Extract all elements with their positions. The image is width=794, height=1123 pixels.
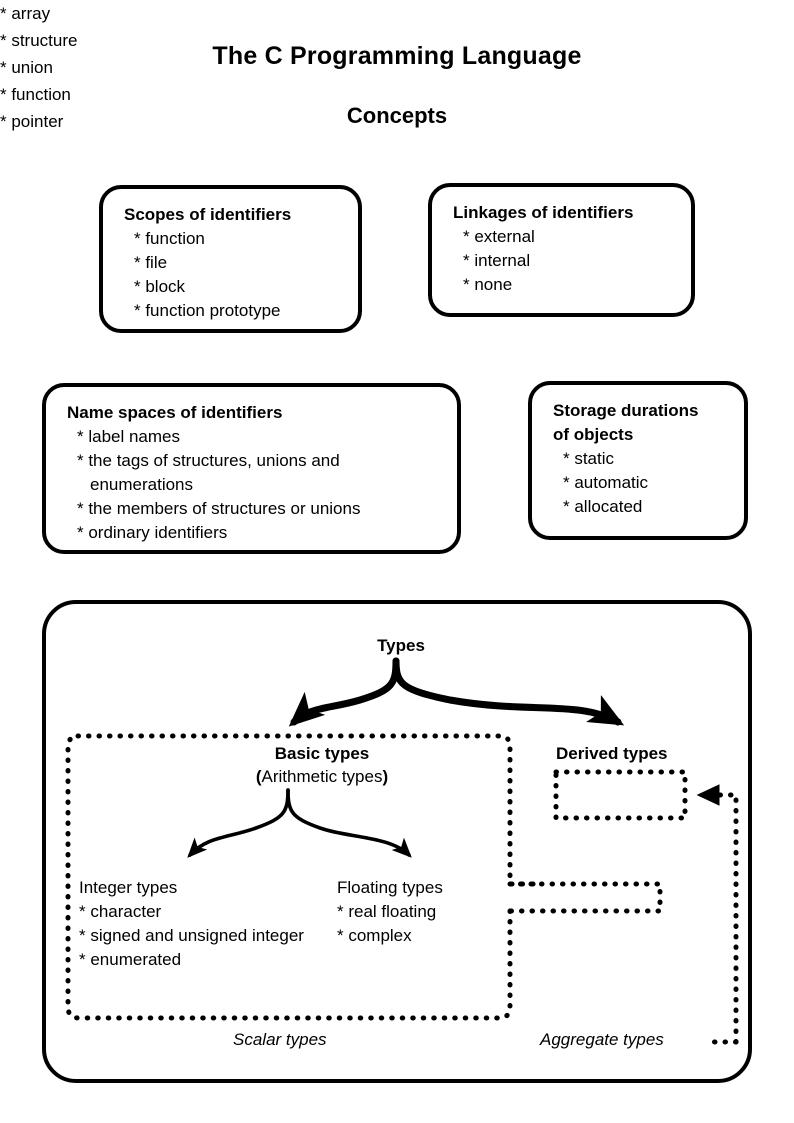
list-item: * the tags of structures, unions and enu… [77, 451, 340, 494]
list-item: * structure [0, 31, 78, 50]
list-item: * pointer [0, 112, 64, 131]
box-name-spaces-of-identifiers: Name spaces of identifiers * label names… [42, 383, 461, 554]
derived-types-title: Derived types [556, 744, 668, 763]
floating-types-block: Floating types * real floating * complex [337, 876, 443, 948]
box-scopes-title: Scopes of identifiers [124, 205, 292, 224]
box-storage-durations-of-objects: Storage durations of objects * static * … [528, 381, 748, 540]
list-item: * real floating [337, 902, 437, 921]
paren-open: ( [255, 767, 262, 786]
box-linkages-title: Linkages of identifiers [453, 203, 634, 222]
box-scopes-list: * function * file * block * function pro… [124, 227, 350, 323]
list-item: * label names [77, 427, 181, 446]
box-linkages-list: * external * internal * none [453, 225, 683, 297]
integer-types-block: Integer types * character * signed and u… [79, 876, 304, 972]
list-item: * function prototype [134, 301, 281, 320]
list-item: * external [463, 227, 535, 246]
floating-types-list: * real floating * complex [337, 900, 443, 948]
box-types: Types [42, 600, 752, 1083]
list-item: * function [0, 85, 71, 104]
derived-types-list: * array * structure * union * function *… [0, 0, 794, 135]
basic-types-subtitle: (Arithmetic types) [192, 765, 452, 789]
box-scopes-content: Scopes of identifiers * function * file … [124, 203, 350, 323]
list-item: * file [134, 253, 168, 272]
arithmetic-types-text: Arithmetic types [261, 767, 383, 786]
page-title: The C Programming Language [212, 42, 582, 70]
list-item: * automatic [563, 473, 649, 492]
list-item: * complex [337, 926, 412, 945]
basic-types-title: Basic types [274, 744, 370, 763]
list-item: * signed and unsigned integer [79, 926, 304, 945]
box-linkages-of-identifiers: Linkages of identifiers * external * int… [428, 183, 695, 317]
list-item: * the members of structures or unions [77, 499, 361, 518]
box-storage-content: Storage durations of objects * static * … [553, 399, 736, 519]
list-item: * enumerated [79, 950, 182, 969]
list-item: * character [79, 902, 162, 921]
list-item: * ordinary identifiers [77, 523, 228, 542]
box-namespaces-title: Name spaces of identifiers [67, 403, 283, 422]
box-storage-title-line2: of objects [553, 425, 634, 444]
box-storage-list: * static * automatic * allocated [553, 447, 736, 519]
list-item: * static [563, 449, 615, 468]
integer-types-title: Integer types [79, 878, 178, 897]
floating-types-title: Floating types [337, 878, 443, 897]
scalar-types-label: Scalar types [233, 1030, 327, 1049]
integer-types-list: * character * signed and unsigned intege… [79, 900, 304, 972]
box-scopes-of-identifiers: Scopes of identifiers * function * file … [99, 185, 362, 333]
aggregate-types-label: Aggregate types [540, 1030, 664, 1049]
box-storage-title-line1: Storage durations [553, 401, 699, 420]
list-item: * function [134, 229, 205, 248]
paren-close: ) [382, 767, 389, 786]
list-item: * allocated [563, 497, 643, 516]
list-item: * union [0, 58, 53, 77]
list-item: * none [463, 275, 513, 294]
types-heading: Types [377, 636, 425, 655]
list-item: * array [0, 4, 51, 23]
box-namespaces-list: * label names * the tags of structures, … [67, 425, 449, 545]
list-item: * internal [463, 251, 531, 270]
list-item: * block [134, 277, 186, 296]
box-linkages-content: Linkages of identifiers * external * int… [453, 201, 683, 297]
page-subtitle: Concepts [346, 103, 448, 128]
box-namespaces-content: Name spaces of identifiers * label names… [67, 401, 449, 545]
